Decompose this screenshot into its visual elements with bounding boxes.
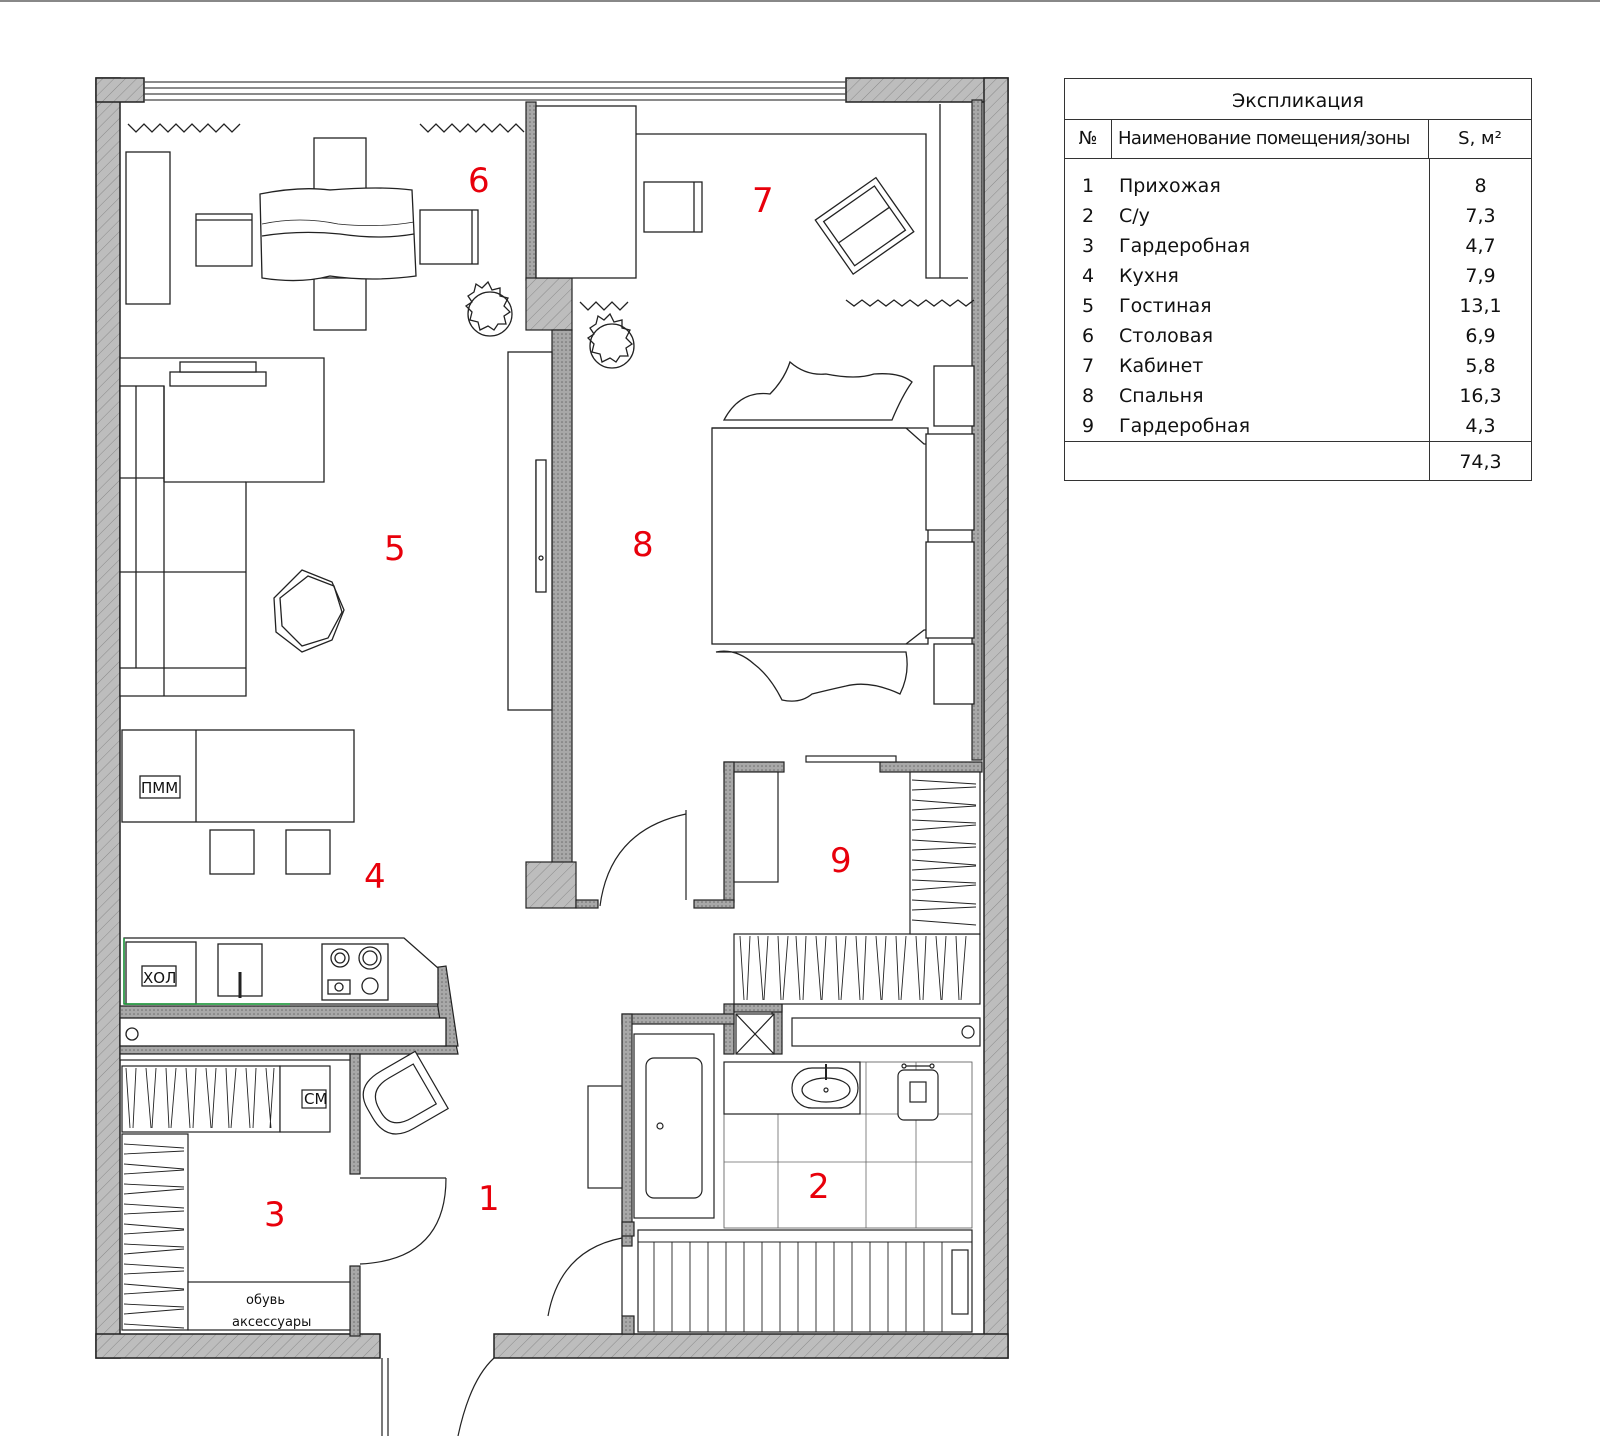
room-number-1: 1 xyxy=(478,1179,500,1219)
table-row-area: 4,7 xyxy=(1465,235,1496,257)
table-row-number: 7 xyxy=(1081,355,1095,377)
table-row-area: 13,1 xyxy=(1459,295,1502,317)
table-row-number: 9 xyxy=(1081,415,1095,437)
wardrobe-3-furniture xyxy=(121,1050,449,1331)
table-row-name: Спальня xyxy=(1119,385,1204,407)
table-row-number: 5 xyxy=(1081,295,1095,317)
table-header: № Наименование помещения/зоны S, м² xyxy=(1065,120,1531,159)
table-row-name: Столовая xyxy=(1119,325,1213,347)
table-row-number: 6 xyxy=(1081,325,1095,347)
table-row-area: 4,3 xyxy=(1465,415,1496,437)
table-row-number: 4 xyxy=(1081,265,1095,287)
table-row-name: Прихожая xyxy=(1119,175,1221,197)
table-body: 1 2 3 4 5 6 7 8 9 Прихожая С/у Гардеробн… xyxy=(1065,159,1531,442)
table-row-number: 8 xyxy=(1081,385,1095,407)
room-number-4: 4 xyxy=(364,857,386,897)
room-number-7: 7 xyxy=(752,181,774,221)
exterior-walls xyxy=(95,77,1009,1359)
table-row-area: 5,8 xyxy=(1465,355,1496,377)
explication-table: Экспликация № Наименование помещения/зон… xyxy=(1064,78,1532,481)
area-column: 8 7,3 4,7 7,9 13,1 6,9 5,8 16,3 4,3 xyxy=(1430,159,1531,441)
fridge-label: ХОЛ xyxy=(143,969,176,987)
table-row-name: С/у xyxy=(1119,205,1150,227)
dishwasher-label: ПММ xyxy=(141,779,178,797)
washer-label: СМ xyxy=(304,1090,327,1108)
living-furniture xyxy=(119,351,553,711)
table-row-name: Кабинет xyxy=(1119,355,1204,377)
room-number-6: 6 xyxy=(468,161,490,201)
table-row-area: 7,3 xyxy=(1465,205,1496,227)
kitchen-furniture xyxy=(119,729,447,1047)
footer-blank xyxy=(1065,442,1430,480)
room-number-5: 5 xyxy=(384,529,406,569)
room-number-2: 2 xyxy=(808,1167,830,1207)
header-area: S, м² xyxy=(1458,128,1502,149)
table-row-area: 8 xyxy=(1474,175,1487,197)
room-number-9: 9 xyxy=(830,841,852,881)
study-furniture xyxy=(535,104,975,369)
table-row-area: 6,9 xyxy=(1465,325,1496,347)
table-footer: 74,3 xyxy=(1065,442,1531,480)
wardrobe-9-furniture xyxy=(733,755,981,1005)
shoes-label: обувь xyxy=(246,1293,285,1308)
table-row-name: Гардеробная xyxy=(1119,415,1251,437)
room-number-3: 3 xyxy=(264,1195,286,1235)
header-number: № xyxy=(1065,120,1112,158)
header-name: Наименование помещения/зоны xyxy=(1112,120,1429,158)
name-column: Прихожая С/у Гардеробная Кухня Гостиная … xyxy=(1111,159,1430,441)
doors xyxy=(359,810,687,1436)
total-area: 74,3 xyxy=(1459,451,1502,473)
table-row-number: 3 xyxy=(1081,235,1095,257)
number-column: 1 2 3 4 5 6 7 8 9 xyxy=(1065,159,1111,441)
table-row-area: 7,9 xyxy=(1465,265,1496,287)
table-title: Экспликация xyxy=(1065,79,1531,120)
window xyxy=(144,81,846,101)
accessories-label: аксессуары xyxy=(232,1315,311,1330)
bathroom-furniture xyxy=(587,1013,981,1333)
table-row-name: Гостиная xyxy=(1119,295,1212,317)
table-row-number: 1 xyxy=(1081,175,1095,197)
room-number-8: 8 xyxy=(632,525,654,565)
table-row-number: 2 xyxy=(1081,205,1095,227)
table-row-area: 16,3 xyxy=(1459,385,1502,407)
dining-furniture xyxy=(125,123,525,337)
table-row-name: Гардеробная xyxy=(1119,235,1251,257)
bedroom-furniture xyxy=(711,360,975,705)
table-row-name: Кухня xyxy=(1119,265,1179,287)
